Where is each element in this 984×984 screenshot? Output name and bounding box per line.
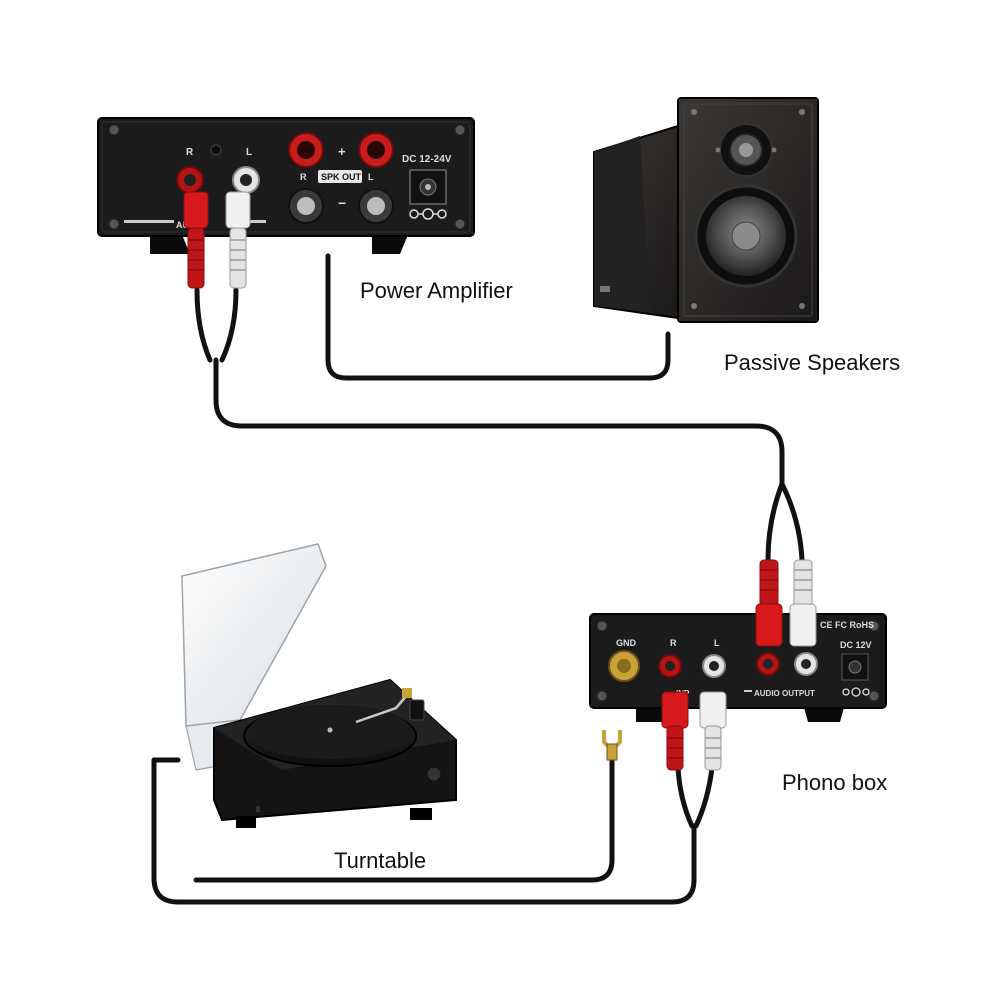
amp-label-l: L — [246, 147, 252, 158]
phono-box: GND R L INP AUDIO OUTPUT CE FC RoHS DC 1… — [589, 559, 887, 771]
amp-label-spk-out: SPK OUT — [321, 172, 362, 182]
label-turntable: Turntable — [334, 848, 427, 873]
amp-label-plus: + — [338, 144, 346, 159]
phono-label-l: L — [714, 638, 720, 648]
amp-rca-cable-red — [194, 287, 213, 363]
amp-label-dc: DC 12-24V — [402, 154, 452, 165]
amp-rca-plug-white — [225, 191, 251, 289]
ground-wire — [193, 755, 615, 883]
phono-label-audio-output: AUDIO OUTPUT — [754, 689, 815, 698]
amp-label-minus: − — [338, 195, 346, 211]
phono-label-r: R — [670, 638, 677, 648]
amp-rca-plug-red — [183, 191, 209, 289]
turntable-rca-cable-white — [693, 765, 715, 829]
amp-rca-cable-white — [219, 287, 239, 363]
speaker-cable — [325, 253, 671, 381]
power-amplifier: R L + − R L SPK OUT DC 12-24V AU N — [97, 117, 475, 289]
phono-output-plug-white — [789, 559, 817, 647]
cables — [151, 253, 805, 905]
turntable — [181, 543, 457, 828]
amp-label-r: R — [186, 147, 194, 158]
phono-label-gnd: GND — [616, 638, 637, 648]
turntable-cable — [151, 757, 697, 905]
ground-spade-connector — [602, 730, 622, 761]
amp-to-phono-cable — [213, 357, 785, 487]
phono-label-dc: DC 12V — [840, 640, 872, 650]
phono-rca-cable-white — [779, 481, 805, 563]
label-power-amplifier: Power Amplifier — [360, 278, 513, 303]
phono-rca-cable-red — [765, 481, 785, 563]
phono-label-cert: CE FC RoHS — [820, 620, 874, 630]
amp-label-l2: L — [368, 172, 374, 182]
phono-input-plug-red — [661, 691, 689, 771]
phono-output-plug-red — [755, 559, 783, 647]
label-passive-speakers: Passive Speakers — [724, 350, 901, 375]
phono-input-plug-white — [699, 691, 727, 771]
turntable-rca-cable-red — [675, 765, 695, 829]
amp-label-r2: R — [300, 172, 307, 182]
passive-speakers — [593, 97, 819, 323]
label-phono-box: Phono box — [782, 770, 888, 795]
